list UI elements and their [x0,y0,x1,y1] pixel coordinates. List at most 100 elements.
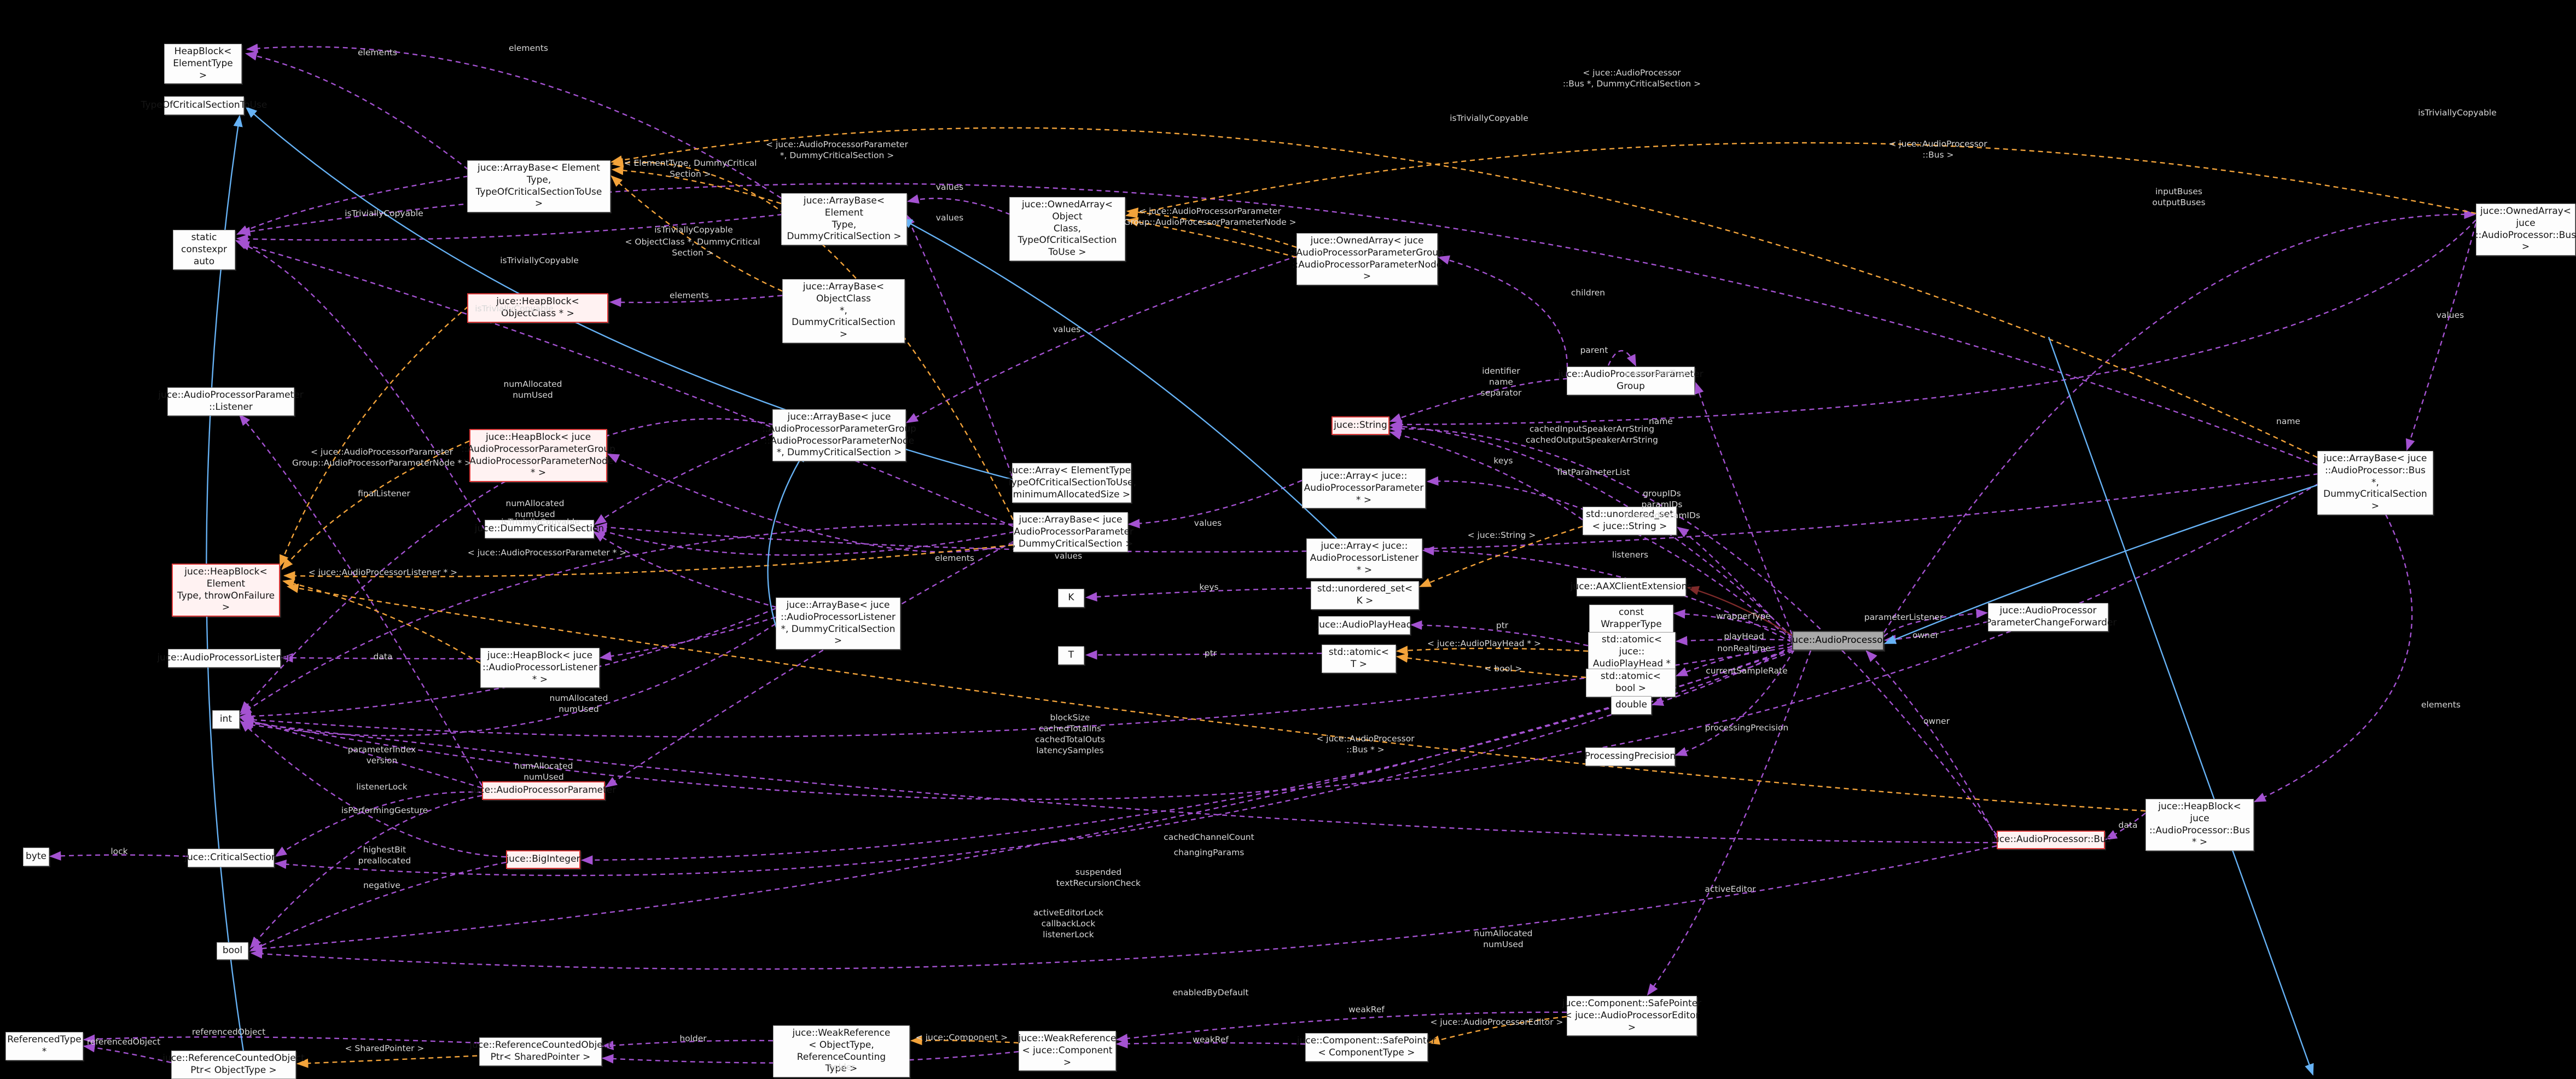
node-array-elementtype[interactable]: juce::Array< ElementType, TypeOfCritical… [1007,463,1136,503]
graph-edge [900,218,1363,564]
node-arraybase-listener-dummy[interactable]: juce::ArrayBase< juce ::AudioProcessorLi… [776,597,900,649]
graph-edge [1115,1039,1306,1049]
node-audioprocessor-bus[interactable]: juce::AudioProcessor::Bus [1991,831,2111,849]
node-double-box[interactable]: double [1611,696,1652,715]
graph-edge [240,623,776,736]
node-const-wrappertype[interactable]: const WrapperType [1589,605,1673,633]
node-typeofcriticalsectiontouse[interactable]: TypeOfCriticalSectionToUse [141,96,267,115]
node-audioprocessorparameter[interactable]: juce::AudioProcessorParameter [471,781,616,800]
node-heapblock-elementtype-throw[interactable]: juce::HeapBlock< Element Type, throwOnFa… [172,564,280,617]
graph-edge [1125,142,2476,218]
graph-edge [607,453,1014,553]
graph-edge [1419,525,1583,588]
graph-edge [2254,483,2413,803]
node-arraybase-bus[interactable]: juce::ArrayBase< juce ::AudioProcessor::… [2317,451,2433,515]
graph-edge [240,523,1014,716]
graph-edge [281,653,481,663]
node-audioprocessorlistener[interactable]: juce::AudioProcessorListener [157,649,292,668]
node-ownedarray-objectclass[interactable]: juce::OwnedArray< Object Class, TypeOfCr… [1009,197,1125,261]
graph-edge [1607,350,1637,367]
graph-edge [83,1043,172,1064]
node-audioprocessorparameter-listener[interactable]: juce::AudioProcessorParameter ::Listener [158,387,304,416]
node-heapblock-bus[interactable]: juce::HeapBlock< juce ::AudioProcessor::… [2145,799,2254,851]
graph-edge [1126,207,1297,248]
graph-edge [1676,642,1793,677]
node-byte-box[interactable]: byte [23,848,49,866]
node-referencedtype[interactable]: ReferencedType * [5,1032,83,1060]
node-array-audioprocessorlistener[interactable]: juce::Array< juce:: AudioProcessorListen… [1306,538,1422,579]
node-int-box[interactable]: int [212,710,240,729]
graph-edge [249,861,507,952]
node-t-box[interactable]: T [1058,646,1084,665]
graph-edge [235,240,486,530]
graph-edge [605,541,1014,788]
node-safepointer-componenttype[interactable]: juce::Component::SafePointer < Component… [1297,1033,1436,1061]
node-static-constexpr-auto[interactable]: static constexpr auto [173,230,235,270]
graph-edge [1687,586,1794,637]
graph-edge [1389,421,1793,637]
node-criticalsection[interactable]: juce::CriticalSection [184,849,277,867]
graph-edge [1422,546,1793,643]
graph-edge [1647,650,1812,996]
node-parametergroup[interactable]: juce::AudioProcessorParameter Group [1558,367,1703,395]
node-safepointer-editor[interactable]: juce::Component::SafePointer < juce::Aud… [1562,996,1701,1036]
graph-edge [238,183,2318,466]
graph-edge [1426,476,1793,641]
node-atomic-bool[interactable]: std::atomic< bool > [1586,669,1676,697]
node-refcountedptr-sharedpointer[interactable]: juce::ReferenceCountedObject Ptr< Shared… [469,1037,612,1066]
node-heapblock-paramnode[interactable]: juce::HeapBlock< juce ::AudioProcessorPa… [461,429,615,482]
graph-edge [83,1034,480,1044]
graph-edge [1883,209,2476,633]
graph-edge [1427,1016,1567,1045]
node-unordered-set-string[interactable]: std::unordered_set < juce::String > [1583,507,1677,535]
node-audioprocessor[interactable]: juce::AudioProcessor [1790,631,1886,651]
node-arraybase-objectclass-dummy[interactable]: juce::ArrayBase< ObjectClass *, DummyCri… [782,279,905,343]
node-processingprecision[interactable]: ProcessingPrecision [1585,747,1676,766]
node-refcountedptr-objecttype[interactable]: juce::ReferenceCountedObject Ptr< Object… [162,1051,305,1079]
node-heapblock-elementtype[interactable]: HeapBlock< ElementType > [164,44,242,84]
graph-edge [1389,424,1997,836]
node-string-box[interactable]: juce::String [1331,416,1389,435]
node-parameterchangeforwarder[interactable]: juce::AudioProcessor ::ParameterChangeFo… [1980,603,2116,631]
graph-edge [599,616,776,661]
graph-edge [1390,219,2476,430]
graph-edge [905,213,1013,477]
node-heapblock-objectclass[interactable]: juce::HeapBlock< ObjectClass * > [467,293,608,323]
node-arraybase-elementtype-tocs[interactable]: juce::ArrayBase< Element Type, TypeOfCri… [467,160,610,212]
graph-edge [275,791,482,857]
node-dummycriticalsection[interactable]: juce::DummyCriticalSection [475,520,604,538]
node-arraybase-paramnode-dummy[interactable]: juce::ArrayBase< juce ::AudioProcessorPa… [762,409,916,461]
graph-edge [1673,609,1793,637]
node-k-box[interactable]: K [1058,589,1084,607]
graph-edge [610,127,2318,459]
node-std-atomic-t[interactable]: std::atomic< T > [1322,645,1396,673]
graph-edge [286,583,2146,812]
node-bool-box[interactable]: bool [217,942,248,960]
graph-edge [906,194,1011,216]
graph-edge [236,175,469,235]
graph-edge [906,255,1298,424]
node-weakreference-component[interactable]: juce::WeakReference < juce::Component > [1019,1031,1116,1071]
graph-edge [237,241,1014,527]
node-audioplayhead[interactable]: juce::AudioPlayHead [1317,616,1412,635]
graph-edge [1675,636,1793,646]
node-array-audioprocessorparameter[interactable]: juce::Array< juce:: AudioProcessorParame… [1302,468,1426,509]
graph-edge [601,1040,774,1051]
node-ownedarray-paramnode[interactable]: juce::OwnedArray< juce ::AudioProcessorP… [1290,233,1444,285]
graph-edge [240,720,507,858]
node-biginteger[interactable]: juce::BigInteger [506,850,580,869]
node-arraybase-elementtype-dummy[interactable]: juce::ArrayBase< Element Type, DummyCrit… [781,193,907,245]
node-unordered-set-k[interactable]: std::unordered_set< K > [1311,581,1419,610]
graph-edge [250,649,1793,954]
graph-edge [1085,650,1322,660]
graph-edge [274,650,1794,877]
graph-edge [610,175,783,292]
graph-edge [1085,587,1311,602]
node-ownedarray-bus[interactable]: juce::OwnedArray< juce ::AudioProcessor:… [2475,204,2576,256]
node-heapblock-audioprocessorlistener[interactable]: juce::HeapBlock< juce ::AudioProcessorLi… [480,648,600,688]
node-aaxclientextensions[interactable]: juce::AAXClientExtensions [1571,578,1692,596]
node-weakreference-objecttype[interactable]: juce::WeakReference < ObjectType, Refere… [773,1025,910,1077]
graph-edge [609,294,783,308]
node-arraybase-param-dummy[interactable]: juce::ArrayBase< juce ::AudioProcessorPa… [1008,512,1133,553]
